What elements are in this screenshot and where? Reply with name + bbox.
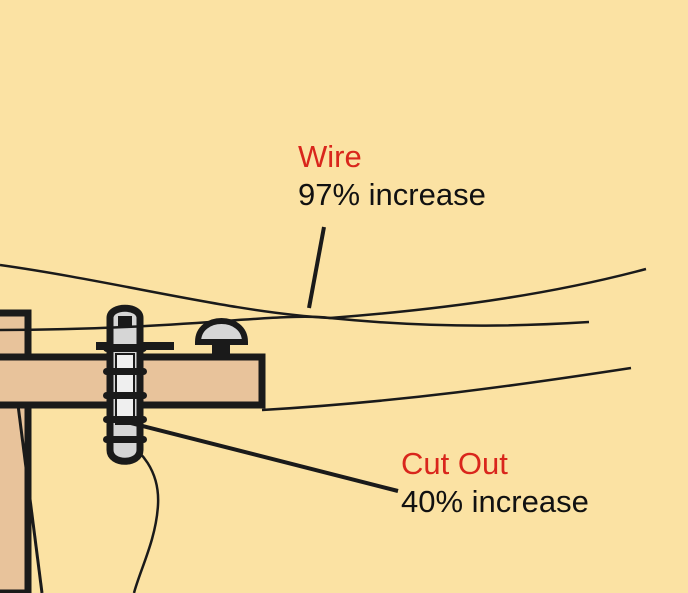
wire-annotation: Wire 97% increase [298, 138, 486, 214]
pole-brace [16, 404, 44, 593]
insulator-dome [194, 318, 249, 345]
insulator-pin [212, 342, 230, 360]
wire-pointer-line [307, 226, 326, 309]
cut-out-annotation-value: 40% increase [401, 484, 589, 519]
wire-annotation-value: 97% increase [298, 177, 486, 212]
cut-out-top-cap [118, 316, 132, 328]
cut-out-fuse-tube [115, 353, 135, 425]
wire-annotation-title: Wire [298, 139, 362, 174]
power-lines [0, 263, 647, 412]
power-line-upper [0, 263, 647, 320]
power-line-middle [0, 315, 590, 332]
cut-out-annotation-title: Cut Out [401, 446, 508, 481]
cut-out-pointer-line [114, 417, 399, 493]
cut-out-annotation: Cut Out 40% increase [401, 445, 589, 521]
power-line-lower [261, 366, 632, 412]
